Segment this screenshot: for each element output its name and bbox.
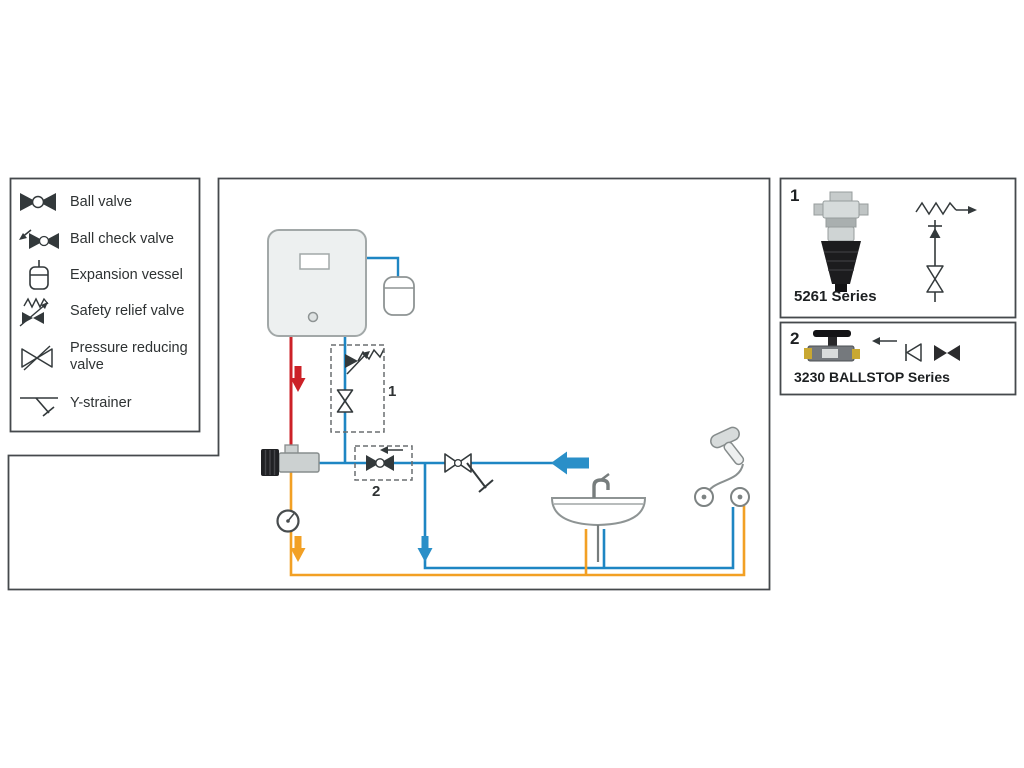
water-heater: [267, 229, 367, 337]
callout-1-label: 1: [388, 383, 397, 400]
cold-water-branch-pipe: [423, 463, 735, 570]
callout-2-label: 2: [372, 483, 381, 500]
legend-item-pressure-reducing-valve: Pressure reducing valve: [16, 340, 198, 374]
diagram-frame: [7, 177, 771, 591]
expansion-vessel: [383, 276, 415, 316]
heater-display: [299, 253, 330, 270]
faucet-handle: [600, 473, 610, 481]
ball-valve: [444, 453, 472, 473]
legend-item-expansion-vessel: Expansion vessel: [16, 258, 198, 292]
shower: [694, 426, 750, 507]
mixing-valve-assembly: [261, 444, 320, 476]
sink-basin: [550, 497, 647, 527]
cold-inlet-flow-arrow: [551, 451, 589, 475]
safety-relief-valve: [345, 348, 385, 375]
callout-box-1: [330, 344, 385, 433]
product-2-schematic: [872, 337, 960, 362]
legend-label: Ball check valve: [70, 230, 174, 247]
legend-label: Y-strainer: [70, 394, 132, 411]
product-2-number: 2: [790, 329, 800, 348]
sink: [550, 473, 647, 562]
shower-mixer: [694, 487, 750, 507]
legend-item-y-strainer: Y-strainer: [16, 386, 198, 420]
pressure-gauge: [276, 509, 300, 533]
ball-check-valve: [366, 446, 403, 471]
product-2-photo: [804, 330, 860, 362]
heater-drain-plug: [307, 311, 319, 323]
callout-box-2: [354, 445, 413, 481]
mixed-flow-arrow: [290, 536, 306, 562]
ball-valve-icon: [20, 193, 56, 211]
legend-label: Pressure reducing valve: [70, 340, 188, 373]
safety-relief-valve-icon: [19, 297, 49, 327]
legend-label: Safety relief valve: [70, 302, 185, 319]
hot-flow-arrow: [290, 366, 306, 392]
pressure-reducing-valve-icon: [21, 345, 53, 371]
expansion-vessel-icon: [29, 260, 49, 290]
product-2-name: 3230 BALLSTOP Series: [794, 369, 950, 385]
expansion-vessel-pipe: [366, 256, 400, 277]
product-panel-1: [779, 177, 1017, 319]
legend-label: Ball valve: [70, 193, 133, 210]
legend-item-safety-relief-valve: Safety relief valve: [16, 294, 198, 328]
product-1-schematic: [915, 201, 977, 302]
faucet: [592, 478, 610, 498]
shower-handle: [723, 441, 745, 466]
cold-branch-flow-arrow: [417, 536, 433, 562]
product-1-number: 1: [790, 186, 800, 205]
legend-label: Expansion vessel: [70, 266, 183, 283]
mixed-water-pipe: [289, 470, 746, 577]
ball-check-valve-icon: [19, 229, 59, 249]
product-1-photo: [813, 191, 869, 292]
y-strainer-icon: [20, 397, 58, 417]
legend-item-ball-valve: Ball valve: [16, 185, 198, 219]
legend-item-ball-check-valve: Ball check valve: [16, 222, 198, 256]
product-1-name: 5261 Series: [794, 288, 877, 305]
isolation-valve: [336, 389, 354, 413]
y-strainer: [466, 462, 494, 493]
